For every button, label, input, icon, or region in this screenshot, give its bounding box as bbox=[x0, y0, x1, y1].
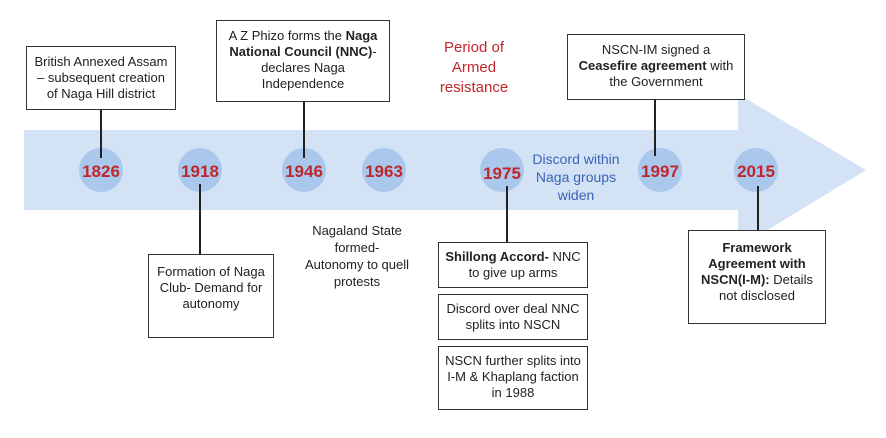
connector-1946 bbox=[303, 102, 305, 158]
event-2015: Framework Agreement with NSCN(I-M): Deta… bbox=[688, 230, 826, 324]
year-circle-1975 bbox=[480, 148, 524, 192]
connector-1826 bbox=[100, 110, 102, 158]
year-label-1826: 1826 bbox=[82, 162, 120, 181]
event-1946-text-b: Naga National Council (NNC) bbox=[229, 28, 378, 59]
connector-1997 bbox=[654, 100, 656, 156]
discord-label: Discord within Naga groups widen bbox=[532, 151, 620, 203]
year-label-1918: 1918 bbox=[181, 162, 219, 181]
event-1975-shillong: Shillong Accord- NNC to give up arms bbox=[438, 242, 588, 288]
connector-1975 bbox=[506, 186, 508, 242]
year-circle-1963 bbox=[362, 148, 406, 192]
event-2015-bold: Framework Agreement with NSCN(I-M): bbox=[701, 240, 806, 287]
event-1975-shillong-bold: Shillong Accord- bbox=[445, 249, 549, 264]
event-1997-text-a: NSCN-IM signed a bbox=[601, 42, 711, 57]
year-circle-2015 bbox=[734, 148, 778, 192]
event-1997-text-c: with the Government bbox=[609, 58, 734, 89]
event-1997-text-b: Ceasefire agreement bbox=[578, 58, 707, 73]
year-label-1963: 1963 bbox=[365, 162, 403, 181]
event-1975-split: NSCN further splits into I-M & Khaplang … bbox=[438, 346, 588, 410]
connector-2015 bbox=[757, 186, 759, 230]
event-1997: NSCN-IM signed a Ceasefire agreement wit… bbox=[567, 34, 745, 100]
event-1975-discord: Discord over deal NNC splits into NSCN bbox=[438, 294, 588, 340]
year-circle-1997 bbox=[638, 148, 682, 192]
event-1918: Formation of Naga Club- Demand for auton… bbox=[148, 254, 274, 338]
year-label-2015: 2015 bbox=[737, 162, 775, 181]
event-1946-text-c: - declares Naga Independence bbox=[261, 44, 377, 91]
year-label-1997: 1997 bbox=[641, 162, 679, 181]
year-label-1946: 1946 bbox=[285, 162, 323, 181]
year-label-1975: 1975 bbox=[483, 164, 521, 183]
event-1946: A Z Phizo forms the Naga National Counci… bbox=[216, 20, 390, 102]
event-1975-shillong-rest: NNC to give up arms bbox=[468, 249, 581, 280]
event-1963: Nagaland State formed- Autonomy to quell… bbox=[304, 223, 410, 289]
armed-resistance-label: Period of Armed resistance bbox=[439, 39, 509, 96]
connector-1918 bbox=[199, 184, 201, 254]
event-1946-text-a: A Z Phizo forms the bbox=[228, 28, 346, 43]
event-2015-rest: Details not disclosed bbox=[719, 272, 813, 303]
event-1826: British Annexed Assam – subsequent creat… bbox=[26, 46, 176, 110]
